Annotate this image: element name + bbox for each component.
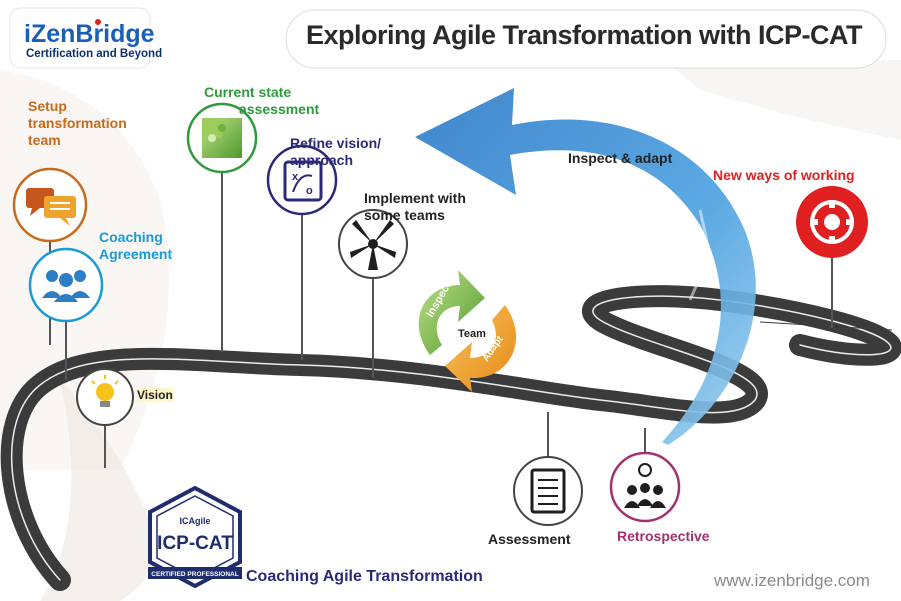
badge-caption: Coaching Agile Transformation	[246, 568, 483, 585]
road	[0, 285, 901, 591]
step-setup-label: Setup transformation team	[28, 98, 127, 148]
step-assessment-label: Assessment	[488, 531, 571, 547]
checklist-icon	[513, 456, 583, 526]
svg-text:o: o	[306, 185, 313, 197]
logo-tagline: Certification and Beyond	[26, 48, 163, 60]
title-pill	[285, 9, 887, 69]
step-current-state-label: Current state assessment	[204, 84, 320, 117]
step-refine-label: Refine vision/ approach	[290, 135, 382, 168]
certification-badge: ICAgile ICP-CAT CERTIFIED PROFESSIONAL	[148, 485, 242, 589]
strategy-board-icon: x o	[266, 144, 338, 216]
hands-together-icon	[338, 209, 408, 279]
team-idea-icon	[609, 451, 681, 523]
website-link[interactable]: www.izenbridge.com	[714, 571, 870, 590]
badge-brand: ICAgile	[179, 516, 210, 526]
people-group-icon	[28, 247, 104, 323]
step-implement-label: Implement with some teams	[364, 190, 466, 223]
badge-ribbon: CERTIFIED PROFESSIONAL	[151, 571, 238, 578]
svg-text:x: x	[292, 171, 299, 183]
gear-icon	[796, 186, 868, 258]
step-coaching-label: Coaching Agreement	[99, 229, 173, 262]
page-title: Exploring Agile Transformation with ICP-…	[306, 20, 863, 50]
logo-name[interactable]: iZenBridge	[24, 20, 155, 48]
badge-name: ICP-CAT	[157, 533, 233, 554]
step-retrospective-label: Retrospective	[617, 528, 710, 544]
logo-dot	[95, 19, 101, 25]
cycle-team-label: Team	[458, 328, 486, 340]
step-inspect-adapt-label: Inspect & adapt	[568, 150, 673, 166]
step-vision-label: Vision	[137, 388, 173, 403]
puzzle-icon	[186, 102, 258, 174]
chat-bubbles-icon	[12, 167, 88, 243]
step-new-ways-label: New ways of working	[713, 167, 855, 183]
lightbulb-icon	[76, 368, 134, 426]
logo-card	[9, 7, 151, 69]
inspect-adapt-arrow	[415, 88, 756, 445]
